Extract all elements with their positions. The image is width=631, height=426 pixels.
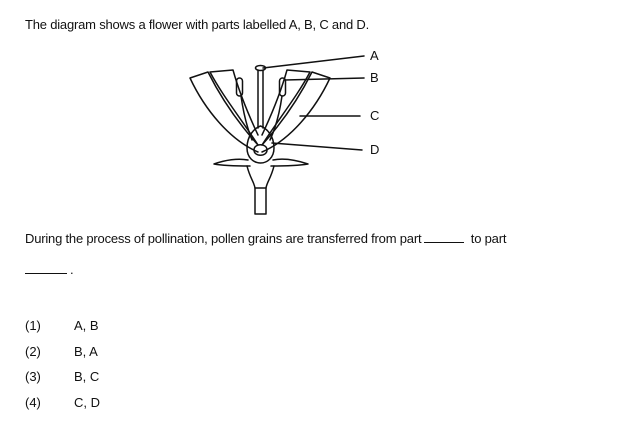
option-number: (1) — [25, 318, 41, 334]
leader-d — [271, 142, 363, 151]
option-text: B, C — [74, 369, 100, 385]
option-number: (3) — [25, 369, 41, 385]
style — [257, 69, 264, 129]
sepal-right — [270, 158, 309, 167]
petal-left-inner — [209, 69, 259, 146]
receptacle — [246, 165, 275, 189]
question-end: . — [70, 262, 74, 277]
question-part1: During the process of pollination, polle… — [25, 231, 422, 246]
stamen-left — [240, 95, 253, 141]
label-d: D — [370, 142, 379, 157]
leader-a — [262, 55, 365, 69]
option-text: A, B — [74, 318, 99, 334]
label-b: B — [370, 70, 379, 85]
question-text: During the process of pollination, polle… — [25, 231, 506, 246]
anther-right — [278, 77, 287, 97]
answer-blank-2 — [25, 272, 67, 274]
options-list: (1) A, B (2) B, A (3) B, C (4) C, D — [25, 313, 100, 415]
petal-left-outer — [189, 71, 259, 153]
option-number: (2) — [25, 343, 41, 359]
option-3[interactable]: (3) B, C — [25, 364, 100, 390]
petal-right-outer — [261, 71, 331, 153]
option-2[interactable]: (2) B, A — [25, 339, 100, 365]
option-text: C, D — [74, 394, 100, 410]
option-number: (4) — [25, 394, 41, 410]
question-line2: . — [25, 262, 74, 277]
label-a: A — [370, 48, 379, 63]
leader-b — [284, 77, 365, 81]
anther-left — [235, 77, 244, 97]
option-text: B, A — [74, 343, 98, 359]
ovule — [253, 144, 268, 156]
option-1[interactable]: (1) A, B — [25, 313, 100, 339]
label-c: C — [370, 108, 379, 123]
question-part2: to part — [470, 231, 507, 246]
sepal-left — [213, 158, 251, 167]
option-4[interactable]: (4) C, D — [25, 390, 100, 416]
question-intro: The diagram shows a flower with parts la… — [25, 17, 370, 32]
ovary — [246, 125, 275, 164]
answer-blank-1 — [424, 241, 465, 243]
flower-stalk — [254, 187, 267, 215]
